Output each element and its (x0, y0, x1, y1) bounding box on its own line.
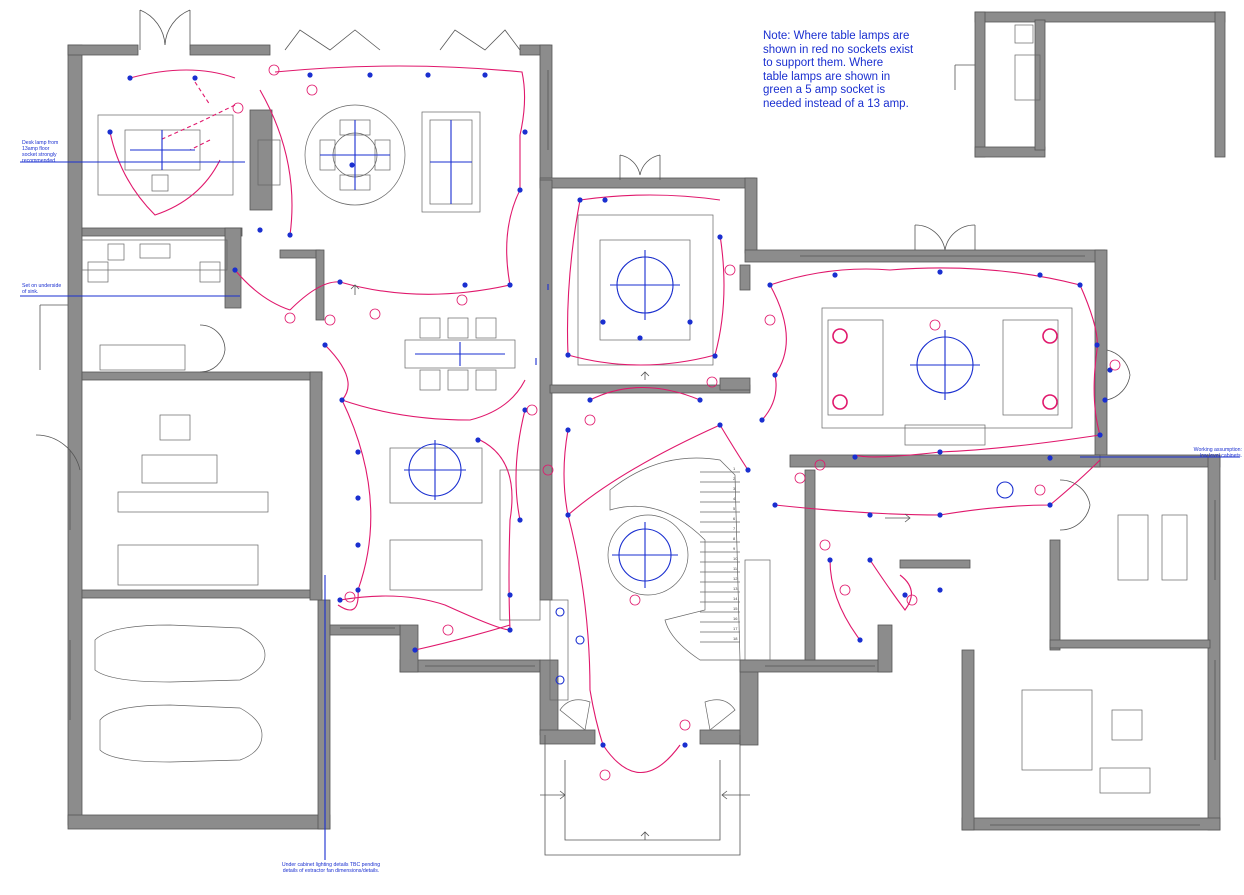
windows (69, 70, 1216, 826)
desk-lamp-annotation: Desk lamp from 13amp floor socket strong… (22, 140, 82, 164)
stair-step-number: 16 (733, 616, 738, 621)
stair-step-number: 10 (733, 556, 738, 561)
stair-step-number: 12 (733, 576, 738, 581)
stair-step-number: 15 (733, 606, 738, 611)
stair-step-number: 7 (733, 526, 736, 531)
annotation-line: recommended. (22, 158, 57, 164)
sink-annotation: Set on underside of sink. (22, 283, 82, 295)
lamp-note: Note: Where table lamps are shown in red… (763, 30, 963, 111)
wiring (109, 65, 1101, 773)
exterior-walls (67, 44, 1221, 831)
working-assumption-annotation: Working assumption: low level cabinets. (1176, 447, 1242, 459)
note-line: Note: Where table lamps are (763, 30, 910, 42)
downlights (107, 72, 1113, 748)
arrows (350, 284, 911, 840)
note-line: table lamps are shown in (763, 70, 891, 83)
note-line: needed instead of a 13 amp. (763, 97, 909, 110)
under-cabinet-annotation: Under cabinet lighting details TBC pendi… (266, 862, 396, 874)
annotation-line: socket strongly (22, 152, 57, 158)
stair-step-number: 18 (733, 636, 738, 641)
stair-step-number: 5 (733, 506, 736, 511)
light-fixtures (20, 120, 1240, 860)
stair-step-number: 11 (733, 566, 738, 571)
switches (232, 64, 1121, 781)
annotation-line: 13amp floor (22, 146, 50, 152)
annotation-line: details of extractor fan dimensions/deta… (282, 868, 380, 874)
stair-step-number: 4 (733, 496, 736, 501)
stair-step-number: 13 (733, 586, 738, 591)
annotation-line: of sink. (22, 289, 39, 295)
note-line: green a 5 amp socket is (763, 84, 886, 96)
annotation-line: Under cabinet lighting details TBC pendi… (281, 862, 381, 868)
stair-step-number: 3 (733, 486, 736, 491)
furniture (81, 11, 1226, 794)
annotation-line: Set on underside (22, 283, 62, 289)
annotation-line: Desk lamp from (22, 140, 59, 146)
stair-step-number: 9 (733, 546, 736, 551)
stair-step-number: 8 (733, 536, 736, 541)
stair-step-number: 1 (733, 466, 736, 471)
stair-step-number: 17 (733, 626, 738, 631)
annotation-line: Working assumption: (1193, 447, 1242, 453)
annotation-line: low level cabinets. (1199, 453, 1242, 459)
stair-step-number: 2 (733, 476, 736, 481)
stair-step-number: 14 (733, 596, 738, 601)
note-line: shown in red no sockets exist (763, 43, 914, 56)
note-line: to support them. Where (763, 57, 884, 69)
interior-walls (81, 109, 1211, 661)
stair-step-number: 6 (733, 516, 736, 521)
